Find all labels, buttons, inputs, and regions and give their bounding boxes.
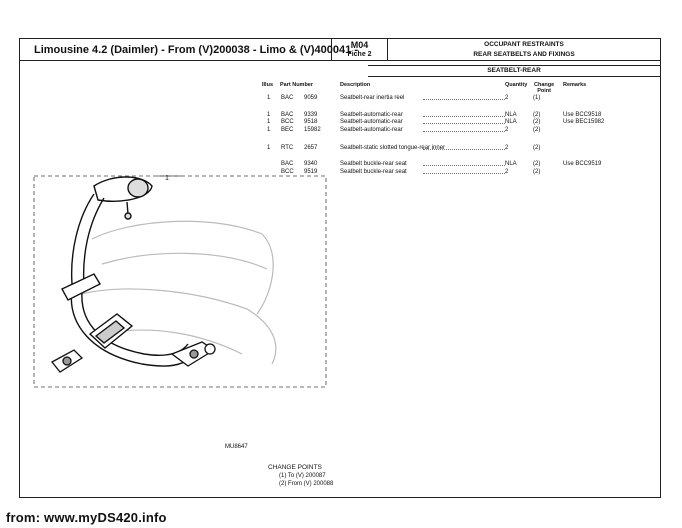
source-footer: from: www.myDS420.info [6, 510, 167, 525]
part-number-cell: 9519 [304, 169, 318, 175]
subgroup-title: REAR SEATBELTS AND FIXINGS [473, 51, 575, 58]
buckle [88, 313, 134, 349]
fiche-number: Fiche 2 [347, 51, 372, 58]
table-row: 1 RTC 2657 Seatbelt-static slotted tongue-r… [20, 145, 660, 152]
description-cell: Seatbelt-rear inertia reel [340, 95, 405, 101]
part-prefix-cell: BCC [281, 169, 294, 175]
description-cell: Seatbelt-automatic-rear [340, 119, 403, 125]
table-row: BAC 9340 Seatbelt buckle-rear seat NLA (2) Us… [20, 161, 660, 168]
illus-cell: 1 [267, 127, 271, 133]
fiche-code-box: M04 Fiche 2 [332, 39, 388, 61]
table-row: 1 BAC 9059 Seatbelt-rear inertia reel 2 (1) [20, 95, 660, 102]
remarks-cell: Use BEC15982 [563, 119, 605, 125]
table-row: 1 BAC 9339 Seatbelt-automatic-rear NLA (2) Use… [20, 112, 660, 119]
part-number-cell: 9339 [304, 112, 318, 118]
illus-cell: 1 [267, 95, 271, 101]
illustration-reference: MU8647 [225, 444, 248, 450]
seatbelt-illustration: 1 [33, 175, 327, 388]
floor-anchor-right [170, 341, 216, 367]
part-prefix-cell: BAC [281, 112, 294, 118]
remarks-cell: Use BCC9518 [563, 112, 602, 118]
change-point-cell: (2) [533, 119, 541, 125]
leader-dots [423, 99, 505, 100]
change-point-cell: (2) [533, 112, 541, 118]
part-number-cell: 15982 [304, 127, 321, 133]
quantity-cell: 2 [505, 95, 509, 101]
floor-anchor-left [51, 349, 84, 373]
quantity-cell: 2 [505, 169, 509, 175]
table-row: BCC 9519 Seatbelt buckle-rear seat 2 (2) [20, 169, 660, 176]
col-point: Point [537, 88, 551, 94]
change-points-title: CHANGE POINTS [268, 464, 322, 471]
illus-cell: 1 [267, 119, 271, 125]
parts-sheet: Limousine 4.2 (Daimler) - From (V)200038… [19, 38, 661, 498]
illus-cell: 1 [267, 145, 271, 151]
part-number-cell: 9518 [304, 119, 318, 125]
part-prefix-cell: BAC [281, 161, 294, 167]
col-illus: Illus [262, 82, 274, 88]
callout-number: 1 [165, 175, 169, 182]
col-change-point: Change Point [534, 82, 554, 94]
leader-dots [423, 173, 505, 174]
group-title: OCCUPANT RESTRAINTS [484, 41, 564, 48]
col-quantity: Quantity [505, 82, 528, 88]
description-cell: Seatbelt buckle-rear seat [340, 161, 407, 167]
col-description: Description [340, 82, 371, 88]
change-point-cell: (2) [533, 145, 541, 151]
part-prefix-cell: BCC [281, 119, 294, 125]
group-title-box: OCCUPANT RESTRAINTS REAR SEATBELTS AND F… [388, 39, 660, 61]
change-points: CHANGE POINTS (1) To (V) 200087 (2) From… [268, 464, 333, 488]
part-number-cell: 9059 [304, 95, 318, 101]
col-remarks: Remarks [563, 82, 587, 88]
leader-dots [423, 131, 505, 132]
leader-dots [423, 123, 505, 124]
quantity-cell: NLA [505, 112, 517, 118]
section-title: SEATBELT-REAR [368, 65, 660, 77]
quantity-cell: 2 [505, 127, 509, 133]
inertia-reel [93, 176, 153, 220]
description-cell: Seatbelt-static slotted tongue-rear inne… [340, 145, 446, 151]
part-prefix-cell: RTC [281, 145, 294, 151]
col-change: Change [534, 82, 555, 88]
catalogue-title: Limousine 4.2 (Daimler) - From (V)200038… [20, 39, 358, 61]
quantity-cell: NLA [505, 161, 517, 167]
change-point-cell: (2) [533, 169, 541, 175]
part-number-cell: 2657 [304, 145, 318, 151]
leader-dots [423, 116, 505, 117]
leader-dots [423, 149, 505, 150]
quantity-cell: 2 [505, 145, 509, 151]
section-code: M04 [350, 40, 369, 50]
remarks-cell: Use BCC9519 [563, 161, 602, 167]
description-cell: Seatbelt buckle-rear seat [340, 169, 407, 175]
change-point-cell: (2) [533, 127, 541, 133]
table-row: 1 BEC 15982 Seatbelt-automatic-rear 2 (2) [20, 127, 660, 134]
change-point-1: (1) To (V) 200087 [279, 473, 326, 479]
quantity-cell: NLA [505, 119, 517, 125]
description-cell: Seatbelt-automatic-rear [340, 127, 403, 133]
part-prefix-cell: BAC [281, 95, 294, 101]
illus-cell: 1 [267, 112, 271, 118]
table-row: 1 BCC 9518 Seatbelt-automatic-rear NLA (2) Use… [20, 119, 660, 126]
slotted-tongue [61, 273, 101, 301]
col-part-number: Part Number [280, 82, 314, 88]
part-prefix-cell: BEC [281, 127, 294, 133]
description-cell: Seatbelt-automatic-rear [340, 112, 403, 118]
leader-dots [423, 165, 505, 166]
change-point-cell: (2) [533, 161, 541, 167]
change-point-2: (2) From (V) 200088 [279, 481, 334, 487]
part-number-cell: 9340 [304, 161, 318, 167]
change-point-cell: (1) [533, 95, 541, 101]
